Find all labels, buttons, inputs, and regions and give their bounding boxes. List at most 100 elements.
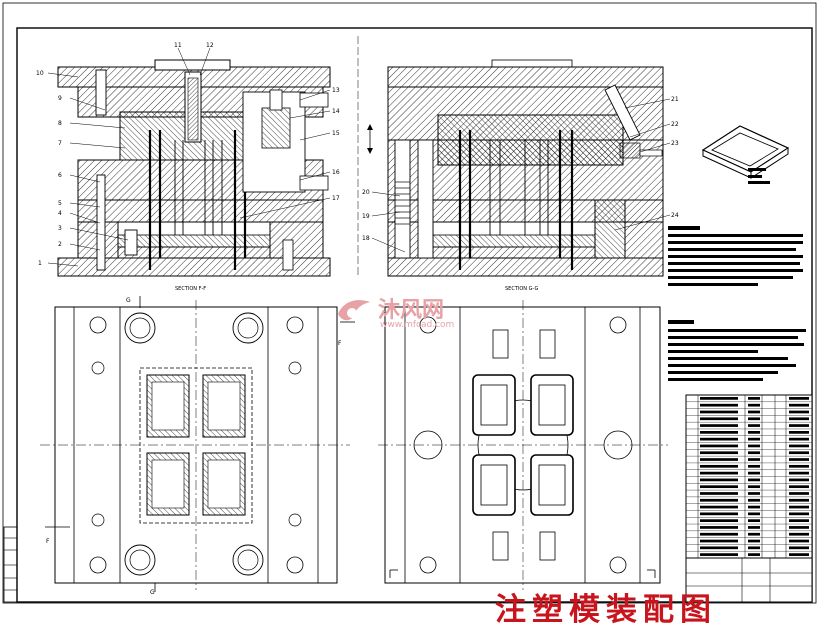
cut-mark: G (126, 297, 131, 304)
table-cell-text (748, 512, 760, 516)
table-cell-text (700, 430, 738, 434)
product-isometric (701, 125, 790, 184)
part-label: 7 (58, 140, 62, 147)
table-cell-text (748, 492, 760, 495)
table-cell-text (748, 403, 760, 407)
table-cell-text (789, 397, 809, 400)
table-cell-text (748, 444, 760, 448)
plan-view-right (378, 300, 668, 590)
part-label: 11 (174, 42, 182, 49)
table-cell-text (789, 464, 809, 468)
table-cell-text (700, 553, 738, 556)
table-cell-text (748, 471, 760, 475)
part-label: 16 (332, 169, 340, 176)
part-label: 2 (58, 241, 62, 248)
table-cell-text (789, 512, 809, 516)
table-cell-text (748, 553, 760, 556)
table-cell-text (700, 498, 738, 502)
part-label: 22 (671, 121, 679, 128)
table-cell-text (789, 526, 809, 529)
table-cell-text (700, 417, 738, 421)
table-cell-text (789, 498, 809, 502)
table-cell-text (789, 424, 809, 427)
part-label: 24 (671, 212, 679, 219)
table-cell-text (789, 492, 809, 495)
part-label: 18 (362, 235, 370, 242)
table-cell-text (700, 403, 738, 407)
part-label: 10 (36, 70, 44, 77)
table-cell-text (748, 526, 760, 529)
part-label: 12 (206, 42, 214, 49)
part-labels-left: 10 9 8 7 6 5 4 3 2 1 11 12 13 14 15 16 1… (36, 42, 340, 292)
part-label: 1 (38, 260, 42, 267)
part-label: 14 (332, 108, 340, 115)
part-label: 23 (671, 140, 679, 147)
watermark-logo-icon (338, 300, 370, 321)
table-cell-text (700, 437, 738, 441)
part-label: 13 (332, 87, 340, 94)
inner-frame (16, 27, 813, 603)
table-cell-text (789, 458, 809, 461)
part-label: 19 (362, 213, 370, 220)
parts-list-table (685, 394, 813, 603)
part-label: 17 (332, 195, 340, 202)
table-cell-text (789, 553, 809, 556)
section-caption: SECTION F-F (175, 286, 206, 292)
table-cell-text (700, 444, 738, 448)
table-cell-text (789, 539, 809, 543)
table-cell-text (700, 539, 738, 543)
table-cell-text (789, 417, 809, 421)
table-cell-text (748, 451, 760, 455)
table-cell-text (789, 451, 809, 455)
table-cell-text (700, 532, 738, 536)
table-cell-text (748, 464, 760, 468)
part-label: 21 (671, 96, 679, 103)
table-cell-text (789, 437, 809, 441)
cut-mark: F (338, 340, 342, 347)
table-cell-text (700, 478, 738, 482)
table-cell-text (700, 410, 738, 414)
table-cell-text (748, 505, 760, 509)
watermark-url: www.mfcad.com (380, 320, 455, 330)
table-cell-text (700, 526, 738, 529)
table-cell-text (748, 498, 760, 502)
part-label: 9 (58, 95, 62, 102)
watermark-text: 沐风网 (378, 298, 445, 323)
cut-mark: F (46, 538, 50, 545)
table-cell-text (700, 512, 738, 516)
table-cell-text (700, 546, 738, 550)
table-cell-text (700, 471, 738, 475)
cut-labels: F F G G (46, 297, 342, 596)
table-cell-text (748, 417, 760, 421)
table-cell-text (700, 451, 738, 455)
outer-frame (2, 2, 817, 604)
table-cell-text (789, 546, 809, 550)
part-label: 8 (58, 120, 62, 127)
table-cell-text (748, 478, 760, 482)
table-cell-text (789, 471, 809, 475)
table-cell-text (748, 519, 760, 523)
table-cell-text (748, 539, 760, 543)
table-cell-text (748, 410, 760, 414)
table-cell-text (748, 458, 760, 461)
table-cell-text (789, 403, 809, 407)
table-cell-text (700, 485, 738, 489)
margin-stamp (3, 526, 18, 603)
table-cell-text (700, 458, 738, 461)
table-cell-text (789, 478, 809, 482)
table-cell-text (748, 430, 760, 434)
section-f-f-view (47, 47, 331, 277)
cut-mark: G (150, 589, 155, 596)
notes-block-lower (668, 320, 806, 381)
table-cell-text (700, 505, 738, 509)
table-cell-text (700, 397, 738, 400)
table-cell-text (789, 485, 809, 489)
table-cell-text (748, 485, 760, 489)
part-labels-right: 21 22 23 24 20 19 18 SECTION G-G (362, 96, 679, 292)
watermark: 沐风网 www.mfcad.com (336, 296, 454, 330)
table-cell-text (748, 397, 760, 400)
table-cell-text (789, 430, 809, 434)
table-cell-text (748, 424, 760, 427)
section-g-g-view (367, 59, 671, 277)
